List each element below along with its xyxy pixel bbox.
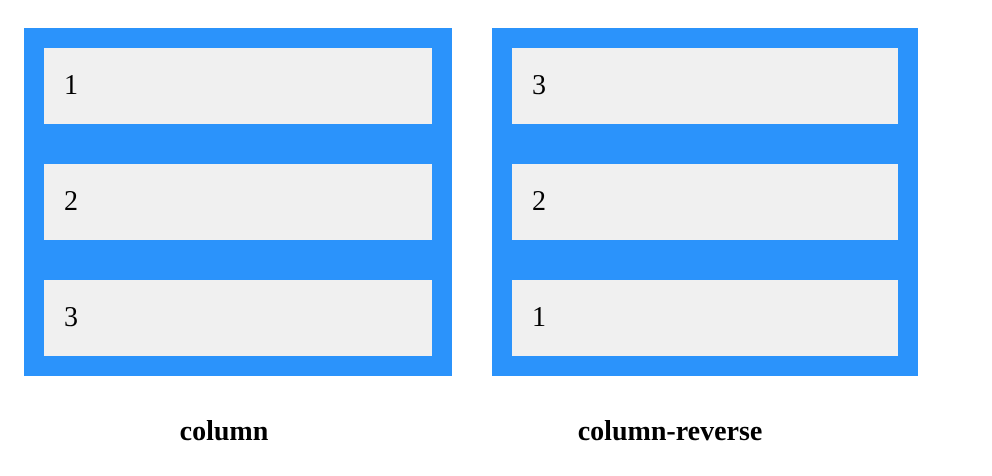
flex-container-column-reverse: 3 2 1 — [492, 28, 918, 376]
flex-item: 2 — [44, 164, 432, 240]
flex-item: 3 — [44, 280, 432, 356]
flex-item: 1 — [44, 48, 432, 124]
caption-column-reverse: column-reverse — [577, 416, 763, 447]
flex-item: 1 — [512, 280, 898, 356]
flex-item: 2 — [512, 164, 898, 240]
flex-item: 3 — [512, 48, 898, 124]
flex-container-column: 1 2 3 — [24, 28, 452, 376]
caption-column: column — [179, 416, 269, 447]
